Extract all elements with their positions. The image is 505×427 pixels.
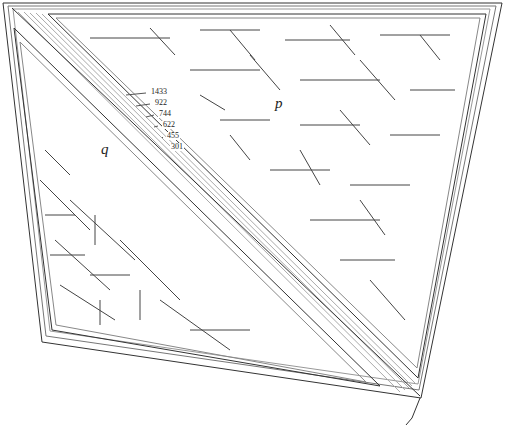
face-label: q	[100, 142, 110, 157]
tail-line	[406, 398, 420, 425]
face-q-texture	[40, 150, 250, 350]
main-diagonal	[12, 8, 420, 396]
face-p-bevel	[56, 18, 480, 368]
outer-frame	[3, 3, 502, 398]
face-p-texture	[90, 25, 455, 320]
dimension-number: 455	[166, 132, 180, 140]
frame-bevel	[13, 9, 490, 384]
face-label: p	[274, 96, 284, 111]
dimension-number: 922	[154, 99, 168, 107]
dimension-number: 744	[158, 110, 172, 118]
frame-bevel	[8, 6, 496, 390]
dimension-number: 301	[170, 143, 184, 151]
dimension-number: 1433	[150, 88, 168, 96]
face-q-outline	[14, 28, 380, 386]
dimension-number: 622	[162, 121, 176, 129]
face-q-bevel	[20, 42, 366, 382]
face-p-outline	[48, 14, 486, 378]
